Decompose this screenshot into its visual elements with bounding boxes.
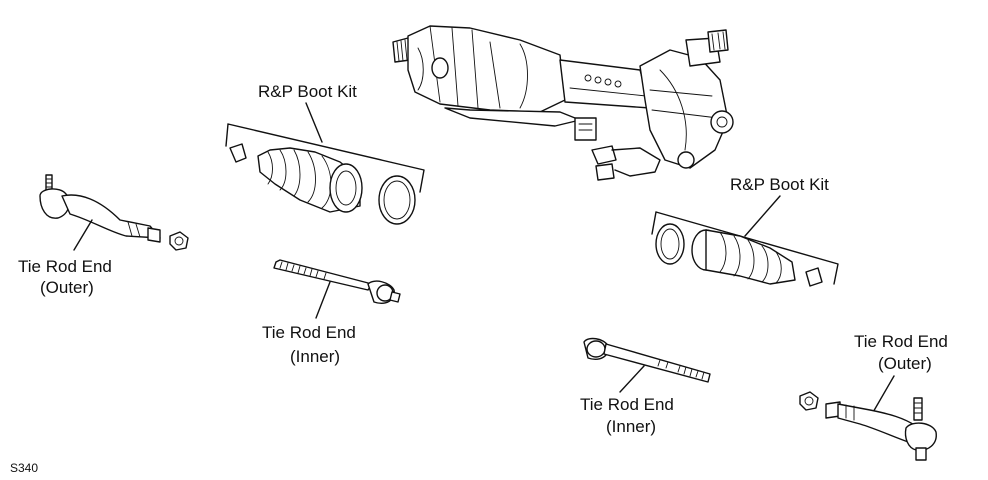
inner-right-leader [619,365,645,393]
inner-left-label-line1: Tie Rod End [262,323,356,342]
inner-left-leader [315,281,331,319]
outer-left-leader [73,219,93,251]
inner-rod-right [603,343,711,383]
outer-right-label-line1: Tie Rod End [854,332,948,351]
nut-left [169,231,189,251]
boot-bellows-right [705,229,796,285]
inner-right-label-line2: (Inner) [606,417,656,436]
outer-right-leader [871,375,895,415]
boot-kit-right-label: R&P Boot Kit [730,175,829,194]
boot-kit-left: R&P Boot Kit [225,82,425,225]
tie-rod-end-inner-right: Tie Rod End (Inner) [580,337,711,436]
steering-rack-assembly [392,25,734,181]
outer-right-label-line2: (Outer) [878,354,932,373]
boot-kit-left-leader [305,102,323,143]
tie-rod-end-inner-left: Tie Rod End (Inner) [262,259,401,366]
tie-rod-end-outer-right: Tie Rod End (Outer) [799,332,948,461]
inner-left-label-line2: (Inner) [290,347,340,366]
boot-kit-left-bracket [225,123,425,193]
outer-left-label-line2: (Outer) [40,278,94,297]
boot-kit-right-leader [744,195,781,237]
boot-kit-right-bracket [651,211,839,285]
small-clamp-left [229,143,247,163]
inner-right-label-line1: Tie Rod End [580,395,674,414]
figure-code: S340 [10,461,38,475]
band-clamp-left [378,175,416,225]
boot-kit-right: R&P Boot Kit [651,175,839,287]
outer-left-label-line1: Tie Rod End [18,257,112,276]
tie-rod-end-outer-left: Tie Rod End (Outer) [18,174,189,297]
nut-right [799,391,819,411]
boot-kit-left-label: R&P Boot Kit [258,82,357,101]
small-clamp-right [805,267,823,287]
band-clamp-right [655,223,685,265]
inner-rod-left [273,259,373,291]
stud-right [913,397,923,421]
